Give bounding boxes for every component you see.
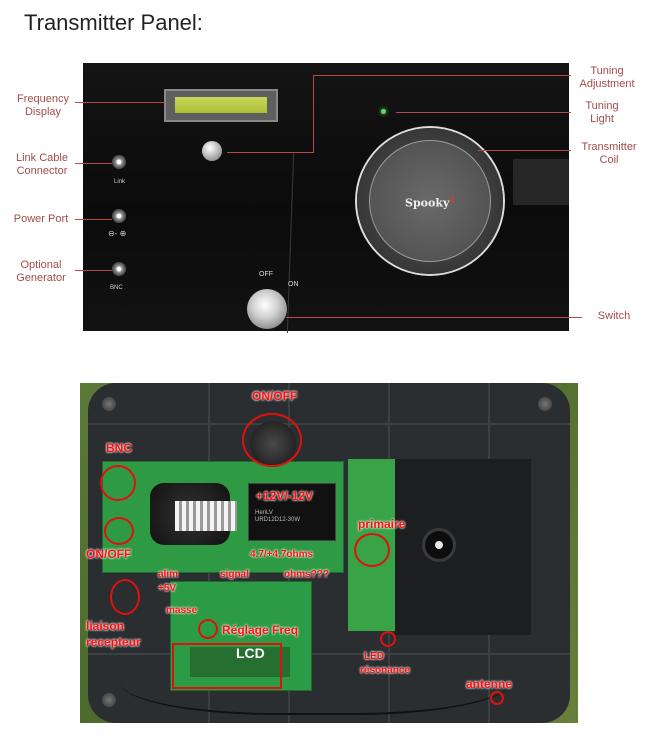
annotation-circle-onoff-top	[242, 413, 302, 467]
power-jack-label: ⊖- ⊕	[108, 229, 127, 238]
frequency-display	[164, 89, 278, 122]
label-recepteur: recepteur	[86, 635, 141, 649]
label-resistor: 4.7/+4.7ohms	[250, 549, 314, 560]
annotation-circle-onoff-left	[104, 517, 134, 545]
label-onoff-left: ON/OFF	[86, 547, 132, 561]
annotation-rect-lcd	[172, 643, 282, 689]
wire	[120, 633, 510, 715]
transmitter-coil: Spooky2	[357, 128, 503, 274]
page-title: Transmitter Panel:	[24, 10, 203, 35]
label-lcd: LCD	[236, 645, 265, 661]
switch-on-label: ON	[288, 281, 299, 288]
power-supply-module: HenLV URD12D12-30W	[248, 483, 336, 541]
label-onoff-top: ON/OFF	[252, 389, 298, 403]
callout-link-cable: Link Cable Connector	[16, 152, 68, 177]
optional-generator-bnc[interactable]	[112, 262, 126, 276]
annotation-circle-antenne	[490, 691, 504, 705]
link-jack-label: Link	[114, 179, 126, 185]
circuit-board-photo: HenLV URD12D12-30W ON/OFF BNC +12V/-12V …	[80, 383, 578, 723]
panel-edge-strip	[513, 159, 569, 205]
label-resonance: résonance	[360, 665, 411, 676]
switch-off-label: OFF	[259, 271, 273, 278]
transmitter-panel-image: Spooky2 Link ⊖- ⊕ BNC OFF ON	[83, 63, 569, 333]
coil-center	[425, 531, 453, 559]
leader-frequency-display	[75, 102, 165, 103]
label-liaison: liaison	[86, 619, 125, 633]
annotation-circle-liaison	[110, 579, 140, 615]
annotation-circle-bnc	[100, 465, 136, 501]
label-masse: masse	[166, 605, 198, 616]
callout-power-port: Power Port	[13, 213, 69, 225]
label-alim: alim	[158, 569, 179, 580]
leader-tuning-adjustment	[313, 75, 571, 76]
annotation-circle-led	[380, 631, 396, 647]
screw	[102, 693, 116, 707]
label-bnc: BNC	[106, 441, 132, 455]
screw	[538, 397, 552, 411]
heatsink-fins	[175, 501, 237, 531]
callout-frequency-display: Frequency Display	[17, 93, 69, 118]
leader-link-cable	[75, 163, 112, 164]
leader-tuning-light	[396, 112, 571, 113]
link-cable-connector[interactable]	[112, 155, 126, 169]
power-switch[interactable]	[247, 289, 287, 329]
label-primaire: primaire	[358, 517, 406, 531]
bnc-jack-label: BNC	[110, 285, 123, 291]
callout-tuning-light: Tuning Light	[585, 100, 619, 125]
leader-tuning-adjustment-v	[313, 75, 314, 152]
annotation-circle-primaire	[354, 533, 390, 567]
leader-tuning-adjustment-h2	[227, 152, 314, 153]
callout-transmitter-coil: Transmitter Coil	[581, 141, 637, 166]
label-reglage-freq: Réglage Freq	[222, 623, 299, 637]
label-plus5v: +5V	[158, 583, 177, 594]
psu-marking: HenLV URD12D12-30W	[255, 510, 301, 523]
lcd-screen	[175, 97, 267, 113]
label-signal: signal	[220, 569, 249, 580]
callout-switch: Switch	[597, 310, 631, 322]
label-psu-voltage: +12V/-12V	[256, 489, 314, 503]
coil-plate	[395, 459, 531, 635]
power-cable	[286, 153, 295, 333]
tuning-light	[381, 109, 386, 114]
case-rib	[88, 653, 570, 655]
leader-power-port	[75, 219, 112, 220]
label-antenne: antenne	[466, 677, 513, 691]
label-led: LED	[364, 651, 384, 662]
coil-face: Spooky2	[369, 140, 491, 262]
leader-optional-generator	[75, 270, 112, 271]
coil-hole	[435, 541, 443, 549]
coil-logo: Spooky2	[405, 194, 455, 210]
callout-tuning-adjustment: Tuning Adjustment	[579, 65, 635, 90]
tuning-adjustment-knob[interactable]	[202, 141, 222, 161]
case-rib	[88, 423, 570, 425]
leader-transmitter-coil	[478, 150, 571, 151]
annotation-circle-reglage	[198, 619, 218, 639]
callout-optional-generator: Optional Generator	[16, 259, 66, 284]
leader-switch	[286, 317, 582, 318]
power-port[interactable]	[112, 209, 126, 223]
label-ohms: ohms???	[284, 569, 329, 580]
screw	[102, 397, 116, 411]
